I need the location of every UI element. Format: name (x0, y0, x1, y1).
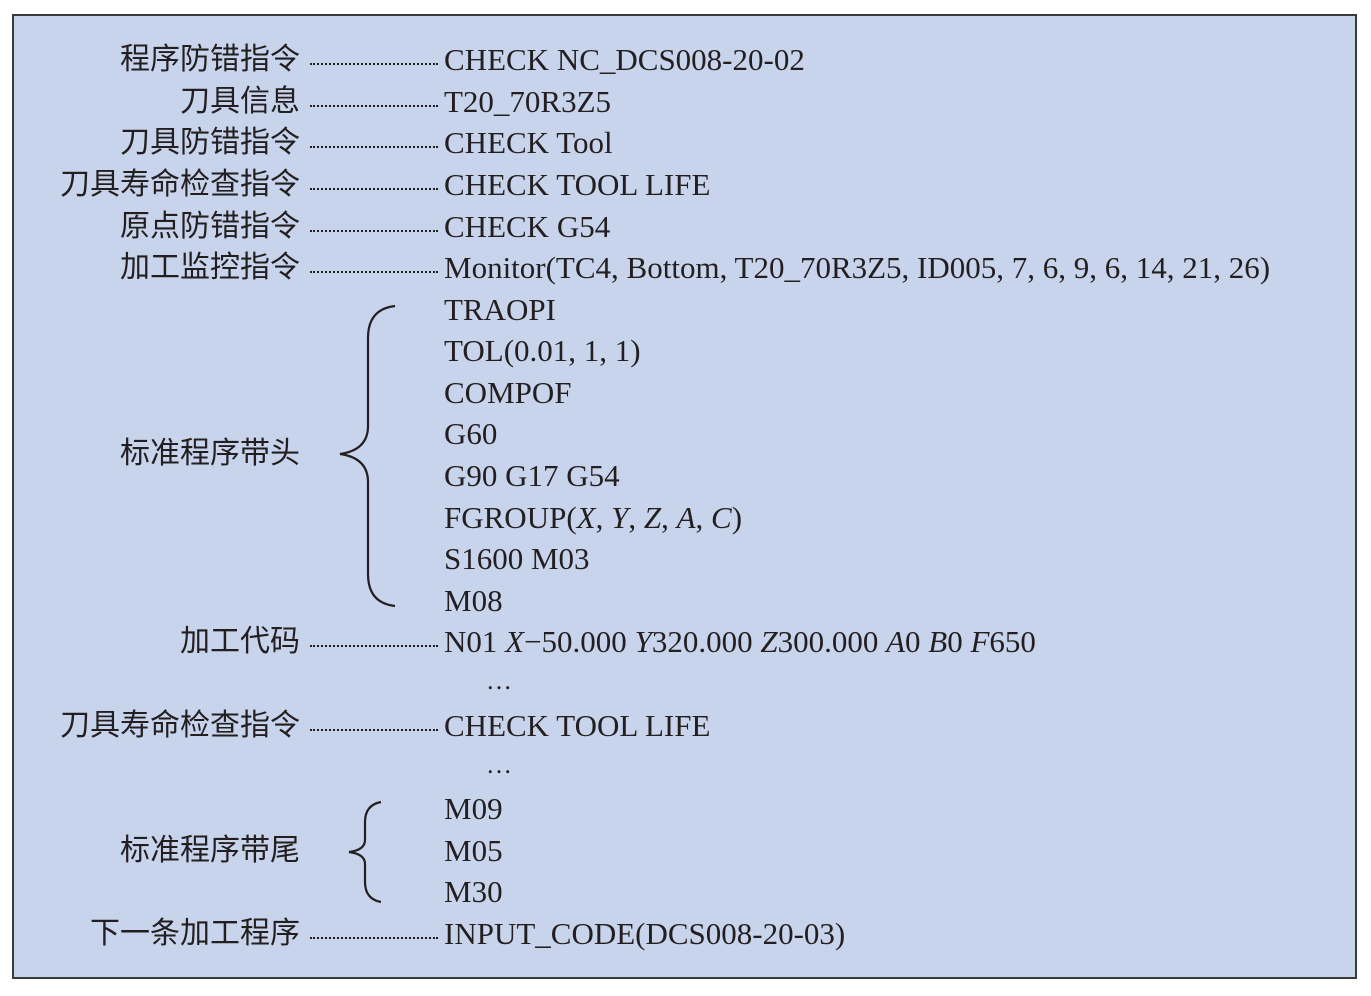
row-code: CHECK TOOL LIFE (444, 167, 711, 202)
row-label: 加工代码 (180, 624, 300, 659)
header-block-label: 标准程序带头 (120, 436, 300, 471)
row-label: 下一条加工程序 (90, 916, 300, 951)
tail-block-label: 标准程序带尾 (120, 833, 300, 868)
header-line: G90 G17 G54 (444, 458, 620, 493)
row-code: CHECK NC_DCS008-20-02 (444, 42, 805, 77)
row-tool-info: 刀具信息 T20_70R3Z5 (0, 81, 1371, 123)
code-panel (12, 14, 1357, 979)
ellipsis-row: … (0, 666, 1371, 696)
leader-dots (310, 188, 438, 190)
tail-line: M09 (444, 791, 503, 826)
row-code: INPUT_CODE(DCS008-20-03) (444, 916, 846, 951)
row-label: 原点防错指令 (120, 209, 300, 244)
row-code: CHECK G54 (444, 209, 611, 244)
header-line: TOL(0.01, 1, 1) (444, 333, 641, 368)
row-monitor: 加工监控指令 Monitor(TC4, Bottom, T20_70R3Z5, … (0, 247, 1371, 289)
ellipsis-row: … (0, 750, 1371, 780)
header-line: G60 (444, 416, 498, 451)
header-line: COMPOF (444, 375, 572, 410)
leader-dots (310, 63, 438, 65)
row-machining-code: 加工代码 N01 X−50.000 Y320.000 Z300.000 A0 B… (0, 621, 1371, 663)
row-code: CHECK Tool (444, 125, 613, 160)
leader-dots (310, 729, 438, 731)
row-tool-check: 刀具防错指令 CHECK Tool (0, 122, 1371, 164)
row-code: T20_70R3Z5 (444, 84, 612, 119)
leader-dots (310, 645, 438, 647)
row-next-program: 下一条加工程序 INPUT_CODE(DCS008-20-03) (0, 913, 1371, 955)
row-label: 加工监控指令 (120, 250, 300, 285)
leader-dots (310, 105, 438, 107)
row-label: 刀具信息 (180, 84, 300, 119)
row-origin-check: 原点防错指令 CHECK G54 (0, 206, 1371, 248)
row-label: 刀具防错指令 (120, 125, 300, 160)
leader-dots (310, 937, 438, 939)
header-line: TRAOPI (444, 292, 556, 327)
row-code: N01 X−50.000 Y320.000 Z300.000 A0 B0 F65… (444, 624, 1036, 659)
header-brace (339, 304, 396, 608)
row-code: CHECK TOOL LIFE (444, 708, 711, 743)
leader-dots (310, 230, 438, 232)
header-line: M08 (444, 583, 503, 618)
header-block-label-row: 标准程序带头 (0, 433, 1371, 475)
ellipsis: … (486, 666, 513, 695)
tail-line: M30 (444, 874, 503, 909)
header-line: S1600 M03 (444, 541, 590, 576)
leader-dots (310, 271, 438, 273)
header-line-fgroup: FGROUP(X, Y, Z, A, C) (444, 500, 743, 535)
row-tool-life-check-2: 刀具寿命检查指令 CHECK TOOL LIFE (0, 705, 1371, 747)
ellipsis: … (486, 750, 513, 779)
row-program-check: 程序防错指令 CHECK NC_DCS008-20-02 (0, 39, 1371, 81)
leader-dots (310, 146, 438, 148)
row-label: 程序防错指令 (120, 42, 300, 77)
row-code: Monitor(TC4, Bottom, T20_70R3Z5, ID005, … (444, 250, 1271, 285)
tail-block-label-row: 标准程序带尾 (0, 830, 1371, 872)
tail-line: M05 (444, 833, 503, 868)
tail-brace (348, 800, 382, 904)
row-label: 刀具寿命检查指令 (60, 167, 300, 202)
row-label: 刀具寿命检查指令 (60, 708, 300, 743)
row-tool-life-check: 刀具寿命检查指令 CHECK TOOL LIFE (0, 164, 1371, 206)
